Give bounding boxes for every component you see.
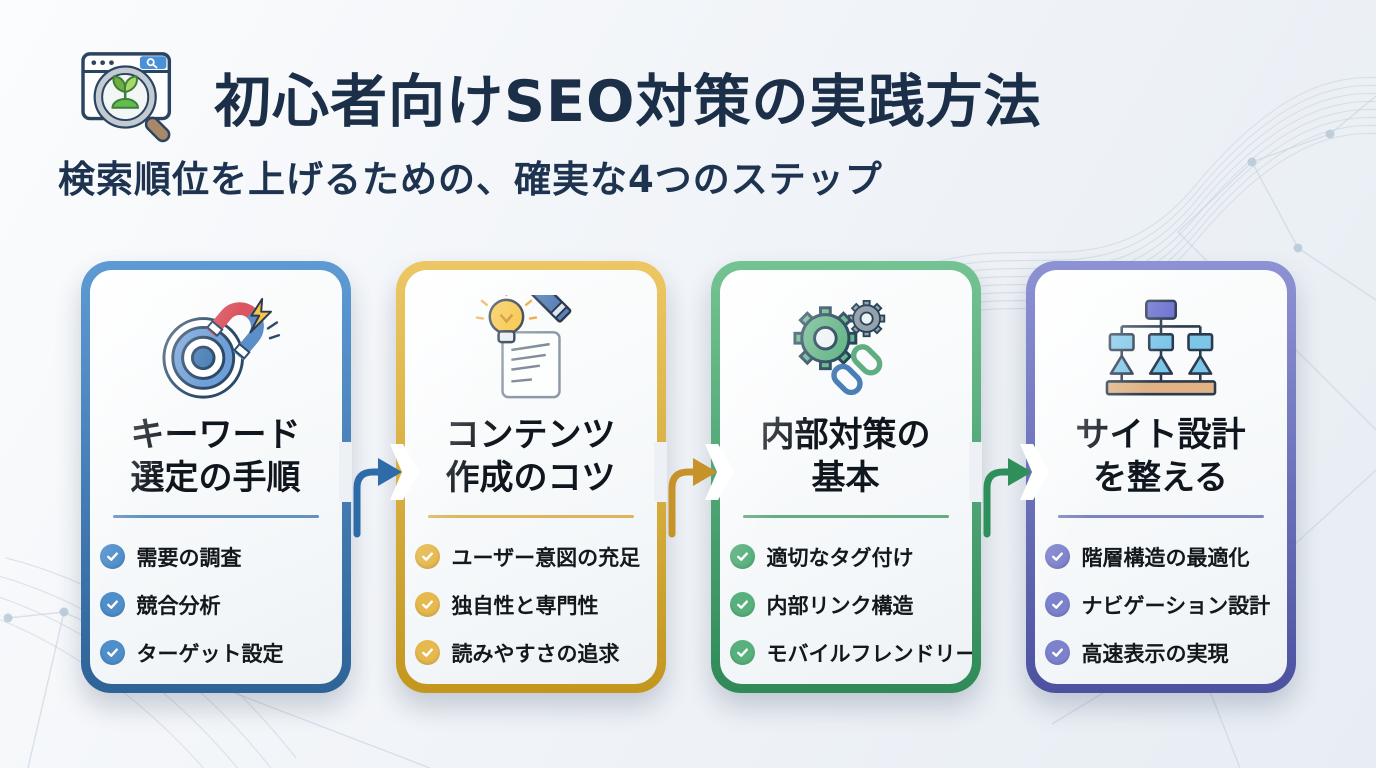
step-title-line1: キーワード (130, 415, 301, 455)
checklist-item: 階層構造の最適化 (1044, 542, 1277, 572)
check-circle-icon (729, 544, 755, 570)
checklist-item-label: 競合分析 (136, 593, 221, 618)
checklist-item: 内部リンク構造 (729, 590, 962, 620)
lightbulb-document-pencil-icon (461, 294, 601, 406)
checklist-item-label: 読みやすさの追求 (451, 641, 620, 666)
step-title: キーワード 選定の手順 (131, 414, 301, 500)
checklist-item: ユーザー意図の充足 (414, 542, 647, 572)
step-title-line1: 内部対策の (760, 415, 931, 455)
checklist-item: ナビゲーション設計 (1044, 590, 1277, 620)
step-card: 内部対策の 基本 適切なタグ付け 内部リンク構造 (710, 261, 981, 693)
checklist-item: 適切なタグ付け (729, 542, 962, 572)
checklist-item: モバイルフレンドリー (729, 638, 972, 668)
check-circle-icon (729, 640, 755, 666)
checklist-item-label: ナビゲーション設計 (1081, 593, 1271, 618)
step-title: サイト設計 を整える (1076, 414, 1246, 500)
divider (742, 514, 949, 518)
checklist-item: 独自性と専門性 (414, 590, 647, 620)
arrow-right-icon (654, 442, 735, 538)
checklist-item-label: 階層構造の最適化 (1081, 545, 1250, 570)
checklist-item-label: 需要の調査 (136, 545, 242, 570)
check-circle-icon (1044, 592, 1070, 618)
checklist-item: 読みやすさの追求 (414, 638, 647, 668)
step-title-line2: 基本 (811, 457, 880, 498)
header: 初心者向けSEO対策の実践方法 (78, 46, 1041, 148)
check-circle-icon (99, 592, 125, 618)
check-circle-icon (729, 592, 755, 618)
step-title-line2: を整える (1093, 457, 1228, 498)
check-circle-icon (414, 592, 440, 618)
checklist: ユーザー意図の充足 独自性と専門性 読みやすさの追求 (414, 542, 647, 668)
checklist-item-label: 内部リンク構造 (766, 593, 914, 618)
checklist-item-label: ターゲット設定 (136, 641, 284, 666)
step-title-line2: 選定の手順 (130, 457, 301, 498)
arrow-right-icon (969, 442, 1050, 538)
step-title: 内部対策の 基本 (761, 414, 931, 500)
flow-connector (330, 404, 422, 538)
check-circle-icon (414, 544, 440, 570)
checklist-item: ターゲット設定 (99, 638, 332, 668)
flow-connector (645, 404, 737, 538)
page-subtitle: 検索順位を上げるための、確実な4つのステップ (58, 158, 883, 201)
divider (427, 514, 634, 518)
checklist-item-label: モバイルフレンドリー (766, 641, 972, 666)
step-card-body: コンテンツ 作成のコツ ユーザー意図の充足 独自性と専門性 (404, 270, 657, 684)
browser-search-sprout-icon (78, 46, 192, 148)
step-card-body: 内部対策の 基本 適切なタグ付け 内部リンク構造 (719, 270, 972, 684)
step-title: コンテンツ 作成のコツ (446, 414, 616, 500)
checklist-item-label: 適切なタグ付け (766, 545, 914, 570)
target-magnet-icon (146, 294, 286, 406)
step-card-body: キーワード 選定の手順 需要の調査 競合分析 (89, 270, 342, 684)
step-card: サイト設計 を整える 階層構造の最適化 ナビゲーション設計 (1025, 261, 1296, 693)
checklist-item-label: ユーザー意図の充足 (451, 545, 641, 570)
gears-chain-link-icon (776, 294, 916, 406)
step-title-line1: サイト設計 (1075, 415, 1246, 455)
divider (1057, 514, 1264, 518)
step-title-line2: 作成のコツ (445, 457, 616, 498)
page-title: 初心者向けSEO対策の実践方法 (214, 69, 1042, 135)
check-circle-icon (99, 640, 125, 666)
checklist-item: 競合分析 (99, 590, 332, 620)
divider (112, 514, 319, 518)
checklist: 適切なタグ付け 内部リンク構造 モバイルフレンドリー (729, 542, 972, 668)
check-circle-icon (1044, 544, 1070, 570)
checklist-item: 需要の調査 (99, 542, 332, 572)
checklist-item: 高速表示の実現 (1044, 638, 1277, 668)
checklist: 階層構造の最適化 ナビゲーション設計 高速表示の実現 (1044, 542, 1277, 668)
step-card: コンテンツ 作成のコツ ユーザー意図の充足 独自性と専門性 (395, 261, 666, 693)
checklist-item-label: 独自性と専門性 (451, 593, 599, 618)
flow-connector (960, 404, 1052, 538)
check-circle-icon (414, 640, 440, 666)
step-card: キーワード 選定の手順 需要の調査 競合分析 (80, 261, 351, 693)
checklist: 需要の調査 競合分析 ターゲット設定 (99, 542, 332, 668)
check-circle-icon (99, 544, 125, 570)
check-circle-icon (1044, 640, 1070, 666)
steps-row: キーワード 選定の手順 需要の調査 競合分析 (0, 261, 1376, 693)
step-card-body: サイト設計 を整える 階層構造の最適化 ナビゲーション設計 (1034, 270, 1287, 684)
arrow-right-icon (339, 442, 420, 538)
step-title-line1: コンテンツ (445, 415, 616, 455)
sitemap-hierarchy-icon (1091, 294, 1231, 406)
checklist-item-label: 高速表示の実現 (1081, 641, 1229, 666)
